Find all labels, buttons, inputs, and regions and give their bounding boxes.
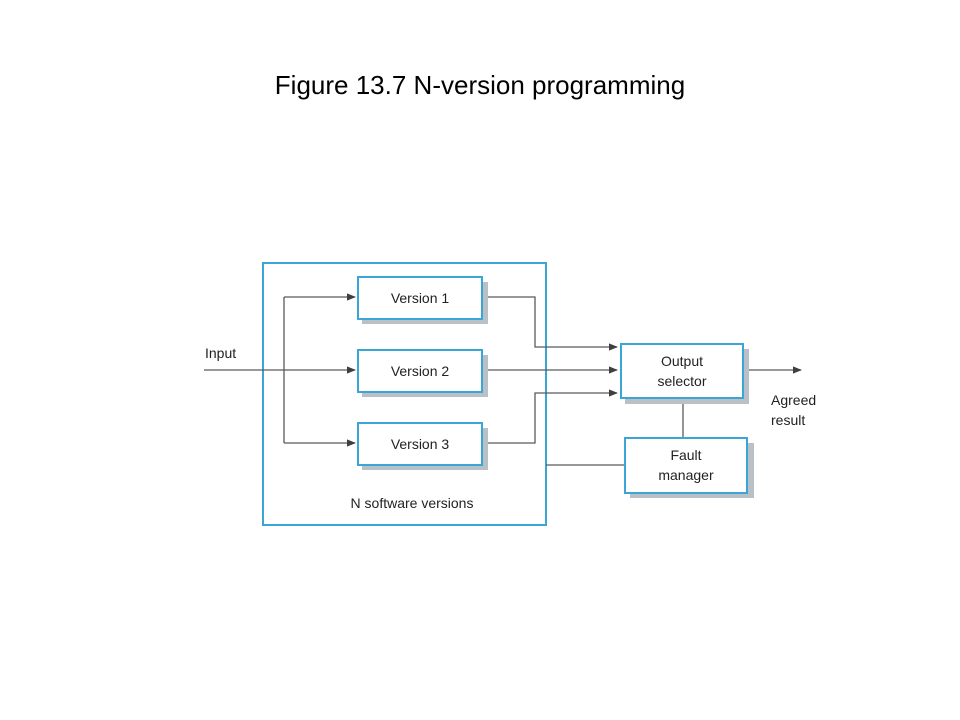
software-versions-container xyxy=(262,262,547,526)
version-2-box: Version 2 xyxy=(357,349,488,397)
version-3-box: Version 3 xyxy=(357,422,488,470)
fault-manager-label-line-2: manager xyxy=(658,467,714,483)
container-label: N software versions xyxy=(351,495,474,511)
output-selector-box: Output selector xyxy=(620,343,749,404)
version-1-label: Version 1 xyxy=(391,290,450,306)
connectors xyxy=(204,293,802,466)
fault-manager-box: Fault manager xyxy=(624,437,754,498)
fault-manager-label-line-1: Fault xyxy=(670,447,701,463)
agreed-result-label-line-2: result xyxy=(771,412,805,428)
version-3-to-selector xyxy=(484,389,618,444)
version-1-box: Version 1 xyxy=(357,276,488,324)
version-1-to-selector xyxy=(484,296,618,351)
output-selector-label-line-2: selector xyxy=(657,373,706,389)
output-selector-label-line-1: Output xyxy=(661,353,703,369)
figure-title: Figure 13.7 N-version programming xyxy=(274,70,686,100)
input-label: Input xyxy=(205,345,236,361)
agreed-result-label-line-1: Agreed xyxy=(771,392,816,408)
version-2-label: Version 2 xyxy=(391,363,450,379)
version-3-label: Version 3 xyxy=(391,436,450,452)
